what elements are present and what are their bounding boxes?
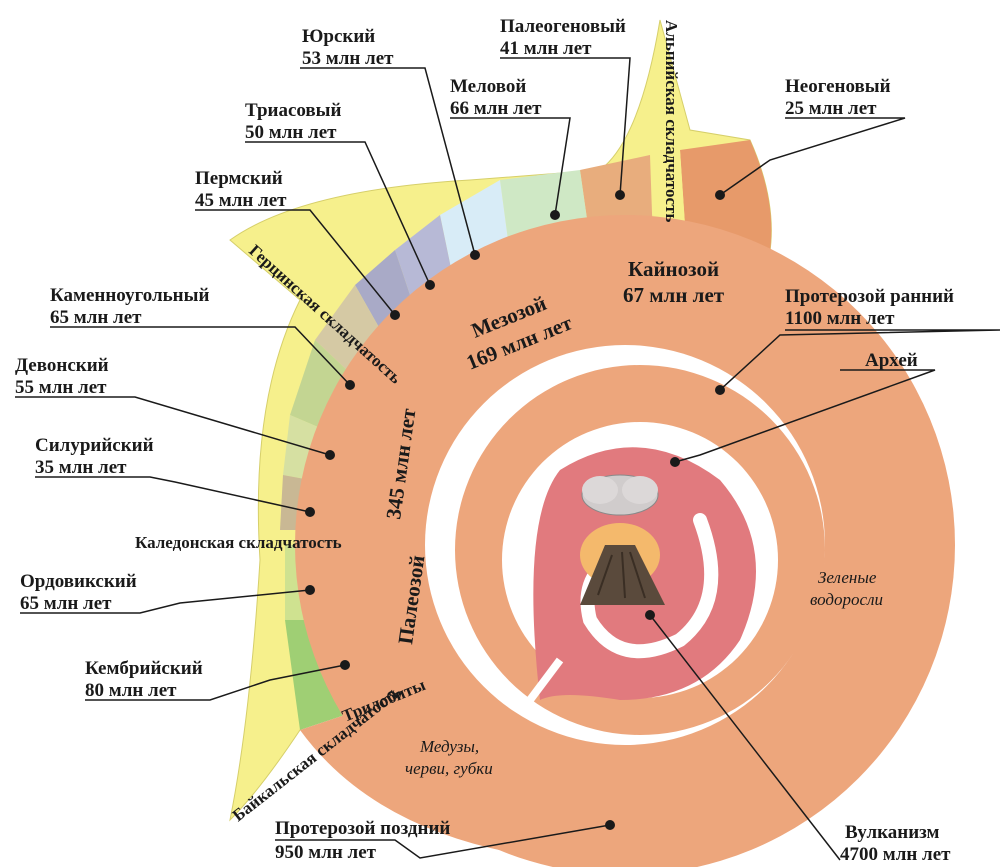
label-cambrian-name: Кембрийский <box>85 658 203 679</box>
label-volcanism-name: Вулканизм <box>845 822 940 843</box>
label-devonian-dur: 55 млн лет <box>15 377 107 398</box>
volcano-illustration <box>580 475 665 605</box>
label-ordovician-name: Ордовикский <box>20 571 137 592</box>
label-alpine-folding: Альпийская складчатость <box>662 20 681 222</box>
label-proterozoic-early-dur: 1100 млн лет <box>785 308 895 329</box>
label-triassic-dur: 50 млн лет <box>245 122 337 143</box>
label-permian-dur: 45 млн лет <box>195 190 287 211</box>
label-neogene-dur: 25 млн лет <box>785 98 877 119</box>
label-caledonian-folding: Каледонская складчатость <box>135 533 342 552</box>
label-carboniferous-name: Каменноугольный <box>50 285 209 306</box>
label-paleogene-dur: 41 млн лет <box>500 38 592 59</box>
label-cretaceous-dur: 66 млн лет <box>450 98 542 119</box>
label-algae-line1: Зеленые <box>818 568 877 587</box>
label-silurian-name: Силурийский <box>35 435 154 456</box>
label-ordovician-dur: 65 млн лет <box>20 593 112 614</box>
label-proterozoic-early-name: Протерозой ранний <box>785 286 954 307</box>
label-jelly-line1: Медузы, <box>419 737 479 756</box>
label-proterozoic-late-name: Протерозой поздний <box>275 818 450 839</box>
label-algae-line2: водоросли <box>810 590 883 609</box>
label-cenozoic-dur: 67 млн лет <box>623 283 725 307</box>
label-cambrian-dur: 80 млн лет <box>85 680 177 701</box>
label-jurassic-name: Юрский <box>302 26 375 47</box>
label-neogene-name: Неогеновый <box>785 76 891 97</box>
label-jelly-line2: черви, губки <box>405 759 493 778</box>
label-archean: Архей <box>865 350 918 371</box>
label-jurassic-dur: 53 млн лет <box>302 48 394 69</box>
label-paleogene-name: Палеогеновый <box>500 16 626 37</box>
label-devonian-name: Девонский <box>15 355 109 376</box>
label-cretaceous-name: Меловой <box>450 76 526 97</box>
label-proterozoic-late-dur: 950 млн лет <box>275 842 377 863</box>
label-triassic-name: Триасовый <box>245 100 342 121</box>
label-cenozoic-name: Кайнозой <box>628 257 719 281</box>
label-permian-name: Пермский <box>195 168 283 189</box>
label-volcanism-dur: 4700 млн лет <box>840 844 951 865</box>
label-silurian-dur: 35 млн лет <box>35 457 127 478</box>
label-carboniferous-dur: 65 млн лет <box>50 307 142 328</box>
